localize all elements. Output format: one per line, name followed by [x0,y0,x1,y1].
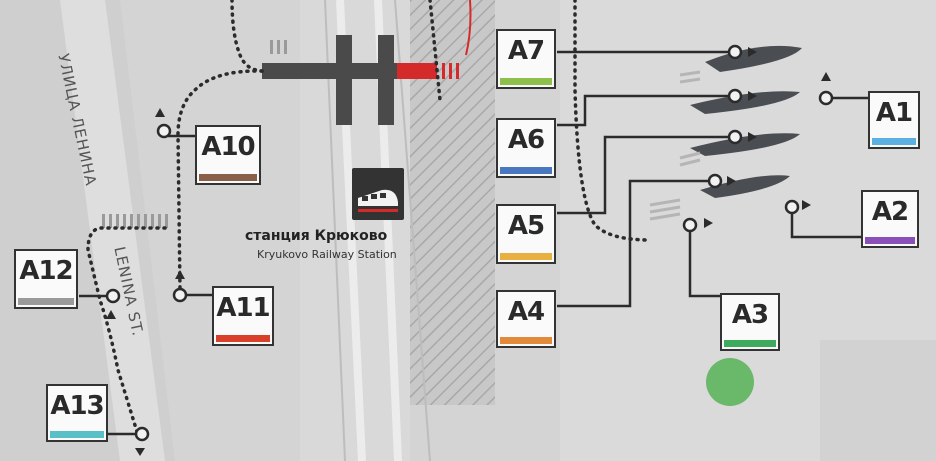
stop-a12-label: A12 [19,256,73,286]
stop-a11-label: A11 [216,293,270,323]
stop-a5-label: A5 [507,211,545,241]
lenina-street-road [60,0,165,461]
stop-a7-label: A7 [507,36,545,66]
station-name-ru: станция Крюково [245,228,388,244]
bus-platforms [690,45,802,198]
stop-a13[interactable]: A13 [46,384,108,442]
overpass-red-section [397,63,437,79]
stop-a4[interactable]: A4 [496,290,556,348]
stop-a1-color-bar [872,138,916,145]
red-route-line [465,0,472,56]
stop-a3[interactable]: A3 [720,293,780,351]
stop-a3-label: A3 [731,300,769,330]
platform-crosswalks [649,70,701,221]
stop-a7[interactable]: A7 [496,29,556,89]
stop-a10-color-bar [199,174,257,181]
stop-a2-label: A2 [871,197,909,227]
stop-a12-color-bar [18,298,74,305]
stop-a5-color-bar [500,253,552,260]
direction-arrows [106,47,831,456]
stop-points [105,44,834,442]
stop-a1-label: A1 [875,98,913,128]
stop-a6[interactable]: A6 [496,118,556,178]
stop-a6-color-bar [500,167,552,174]
overpass-stair [378,35,394,125]
stop-a2[interactable]: A2 [861,190,919,248]
stop-a5[interactable]: A5 [496,204,556,264]
stop-a11[interactable]: A11 [212,286,274,346]
stop-a11-color-bar [216,335,270,342]
green-marker [706,358,754,406]
walking-paths [86,0,652,437]
stop-a10-label: A10 [201,132,255,162]
stop-a6-label: A6 [507,125,545,155]
stop-a10[interactable]: A10 [195,125,261,185]
stop-a7-color-bar [500,78,552,85]
stop-a4-label: A4 [507,297,545,327]
overpass-stair [336,35,352,125]
stop-a3-color-bar [724,340,776,347]
station-name-en: Kryukovo Railway Station [257,248,397,261]
block-bottom-right [820,340,936,461]
platform-hatched [410,0,495,405]
stop-a4-color-bar [500,337,552,344]
connector-lines [79,50,868,436]
stop-a1[interactable]: A1 [868,91,920,149]
crosswalk [102,40,287,228]
stop-a13-label: A13 [50,391,104,421]
stop-a12[interactable]: A12 [14,249,78,309]
train-icon [352,168,404,220]
overpass-bridge [262,63,397,79]
stop-a2-color-bar [865,237,915,244]
stop-a13-color-bar [50,431,104,438]
